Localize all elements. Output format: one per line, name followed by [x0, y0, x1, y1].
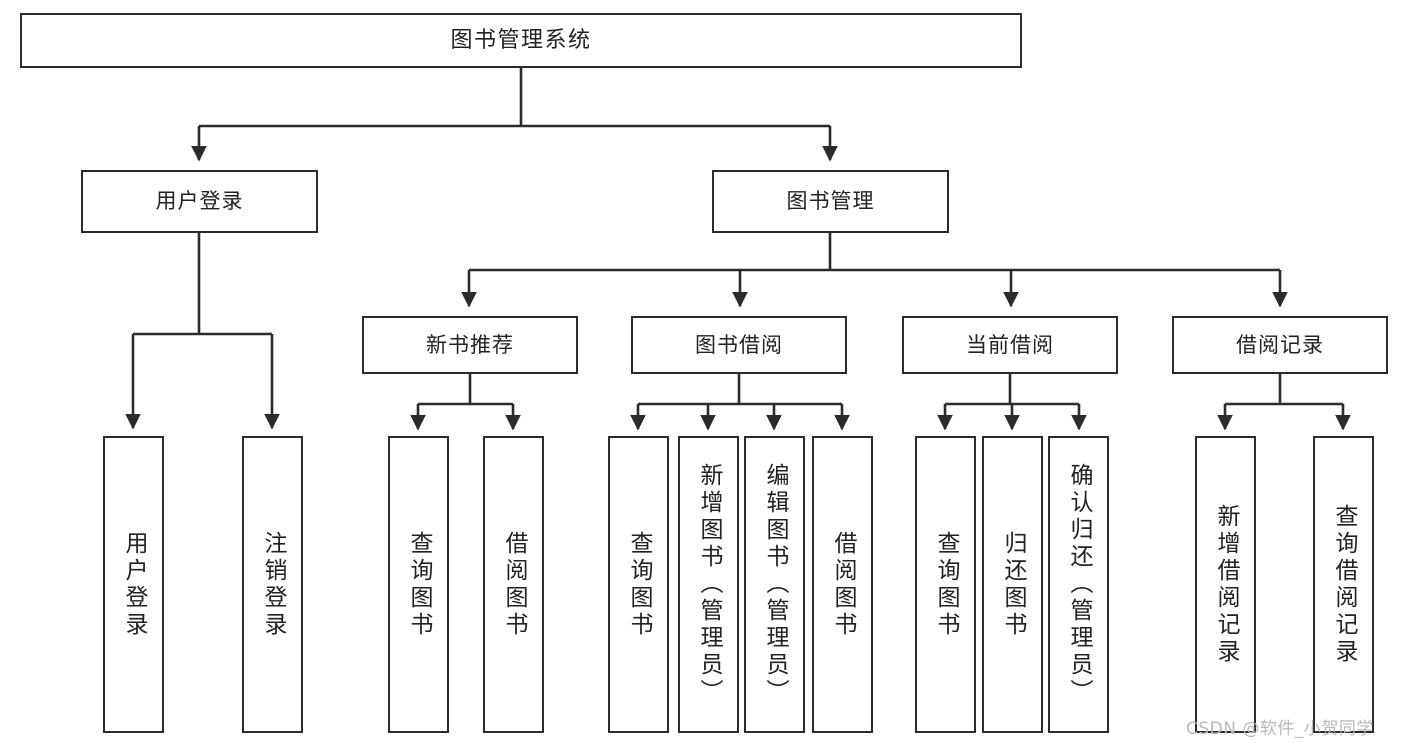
leaf-borrow-book-new[interactable]: 借阅图书 — [483, 436, 544, 733]
node-label: 查询图书 — [933, 530, 959, 639]
node-label: 当前借阅 — [966, 332, 1054, 357]
node-borrow-record[interactable]: 借阅记录 — [1172, 316, 1388, 374]
node-label: 借阅记录 — [1236, 332, 1324, 357]
leaf-query-book-current[interactable]: 查询图书 — [915, 436, 976, 733]
node-label: 借阅图书 — [501, 530, 527, 639]
node-book-manage[interactable]: 图书管理 — [712, 170, 949, 233]
node-new-book-recommend[interactable]: 新书推荐 — [362, 316, 578, 374]
node-label: 新增图书（管理员） — [696, 463, 722, 706]
node-label: 编辑图书（管理员） — [762, 463, 788, 706]
node-current-borrow[interactable]: 当前借阅 — [902, 316, 1118, 374]
watermark-text: CSDN @软件_小贺同学 — [1186, 719, 1374, 739]
node-label: 用户登录 — [155, 189, 244, 214]
leaf-query-book-new[interactable]: 查询图书 — [388, 436, 449, 733]
node-label: 归还图书 — [1000, 530, 1026, 639]
node-label: 注销登录 — [260, 530, 286, 639]
node-label: 查询借阅记录 — [1331, 503, 1357, 666]
node-label: 查询图书 — [406, 530, 432, 639]
node-label: 图书管理 — [786, 189, 875, 214]
leaf-query-borrow-record[interactable]: 查询借阅记录 — [1313, 436, 1374, 733]
node-label: 图书管理系统 — [450, 27, 592, 53]
node-label: 用户登录 — [121, 530, 147, 639]
leaf-add-borrow-record[interactable]: 新增借阅记录 — [1195, 436, 1256, 733]
node-label: 确认归还（管理员） — [1066, 463, 1092, 706]
node-label: 借阅图书 — [830, 530, 856, 639]
leaf-user-logout[interactable]: 注销登录 — [242, 436, 303, 733]
node-user-login[interactable]: 用户登录 — [81, 170, 318, 233]
node-book-borrow[interactable]: 图书借阅 — [631, 316, 847, 374]
leaf-query-book-borrow[interactable]: 查询图书 — [608, 436, 669, 733]
leaf-borrow-book[interactable]: 借阅图书 — [812, 436, 873, 733]
leaf-confirm-return[interactable]: 确认归还（管理员） — [1048, 436, 1109, 733]
node-label: 新书推荐 — [426, 332, 514, 357]
node-root-system[interactable]: 图书管理系统 — [20, 13, 1022, 68]
leaf-return-book[interactable]: 归还图书 — [982, 436, 1043, 733]
node-label: 查询图书 — [626, 530, 652, 639]
node-label: 图书借阅 — [695, 332, 783, 357]
leaf-user-login[interactable]: 用户登录 — [103, 436, 164, 733]
leaf-edit-book[interactable]: 编辑图书（管理员） — [744, 436, 805, 733]
node-label: 新增借阅记录 — [1213, 503, 1239, 666]
leaf-add-book[interactable]: 新增图书（管理员） — [678, 436, 739, 733]
